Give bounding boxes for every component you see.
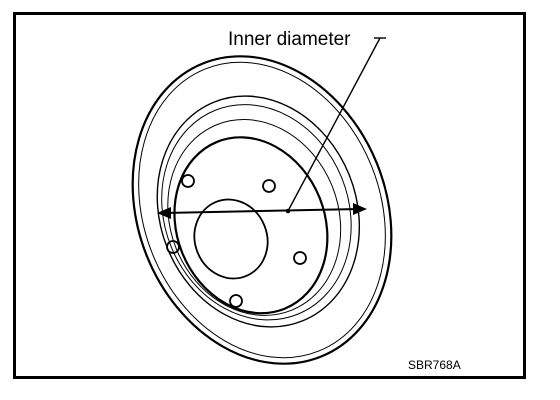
inner-diameter-dimension (157, 203, 367, 219)
dimension-arrow-left (157, 207, 171, 219)
lug-hole-3 (293, 251, 307, 265)
figure-border (13, 12, 526, 379)
lug-hole-2 (262, 179, 276, 193)
dimension-arrow-right (353, 203, 367, 215)
hub-center-hole (193, 198, 269, 280)
inner-diameter-label: Inner diameter (228, 29, 351, 50)
lug-hole-4 (229, 294, 243, 308)
brake-drum (131, 55, 393, 365)
lug-hole-1 (181, 174, 195, 188)
drum-braking-surface-inner (161, 104, 352, 321)
figure-code: SBR768A (408, 358, 461, 372)
dimension-line (163, 208, 361, 214)
lug-hole-5 (166, 240, 180, 254)
leader-line (287, 37, 381, 212)
lug-holes (166, 174, 307, 308)
drum-shoulder (167, 119, 342, 316)
drum-rim-edge (138, 61, 386, 359)
label-leader (287, 37, 386, 212)
drum-inner-face (173, 136, 329, 315)
drum-outer-rim (131, 55, 393, 365)
